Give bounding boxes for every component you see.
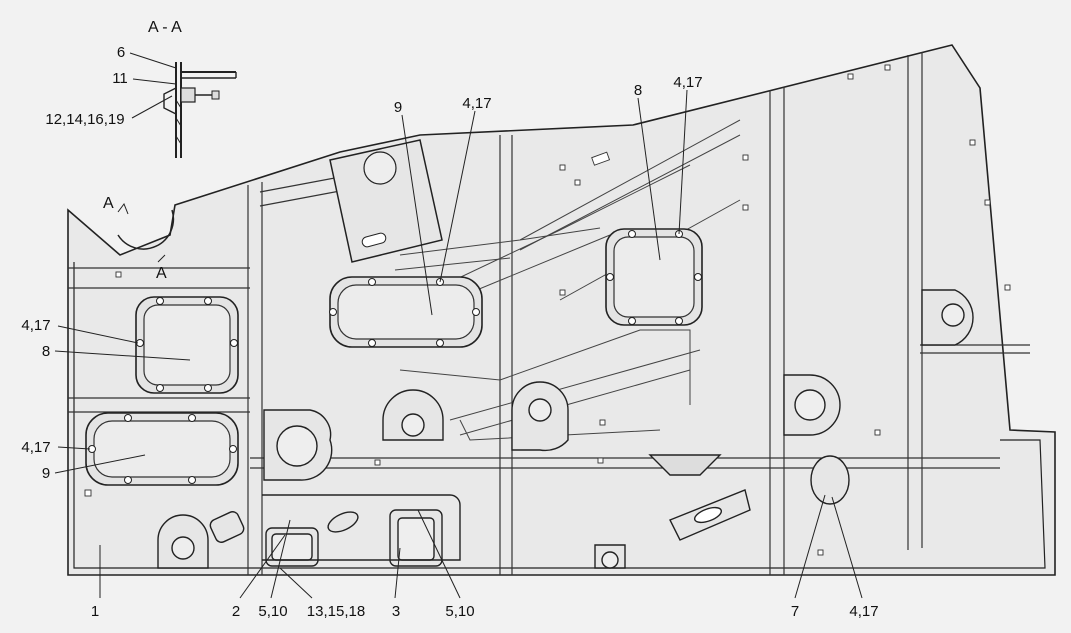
- callout-4-17-right: 4,17: [673, 74, 702, 91]
- cutout-arc: [117, 209, 175, 250]
- callout-9-top: 9: [394, 99, 402, 116]
- section-title: A - A: [148, 19, 182, 36]
- callout-5-10-a: 5,10: [258, 603, 287, 620]
- callouts: 6 11 12,14,16,19 9 4,17 8 4,17 4,17 8 4,…: [21, 44, 878, 620]
- section-detail: A - A: [148, 19, 237, 158]
- callout-8-top: 8: [634, 82, 642, 99]
- section-marks: A A: [103, 195, 167, 282]
- callout-4-17-top: 4,17: [462, 95, 491, 112]
- window-top-center: [329, 276, 483, 348]
- markers: [84, 64, 1011, 556]
- callout-2: 2: [232, 603, 240, 620]
- leader-lines: [54, 52, 863, 599]
- callout-13-15-18: 13,15,18: [307, 603, 365, 620]
- mounts: [157, 289, 974, 569]
- callout-4-17-l2: 4,17: [21, 439, 50, 456]
- svg-text:A: A: [156, 265, 167, 282]
- callout-8-left: 8: [42, 343, 50, 360]
- callout-9-left: 9: [42, 465, 50, 482]
- callout-4-17-bottom: 4,17: [849, 603, 878, 620]
- callout-1: 1: [91, 603, 99, 620]
- callout-4-17-l1: 4,17: [21, 317, 50, 334]
- callout-5-10-b: 5,10: [445, 603, 474, 620]
- callout-7: 7: [791, 603, 799, 620]
- callout-3: 3: [392, 603, 400, 620]
- window-left-upper: [135, 296, 239, 394]
- callout-6: 6: [117, 44, 125, 61]
- window-left-lower: [85, 412, 239, 486]
- callout-11: 11: [112, 70, 128, 87]
- bottom-openings: [209, 454, 850, 567]
- svg-text:A: A: [103, 195, 114, 212]
- callout-12: 12,14,16,19: [45, 111, 124, 128]
- tilted-plate: [329, 139, 443, 263]
- window-top-right: [605, 228, 703, 326]
